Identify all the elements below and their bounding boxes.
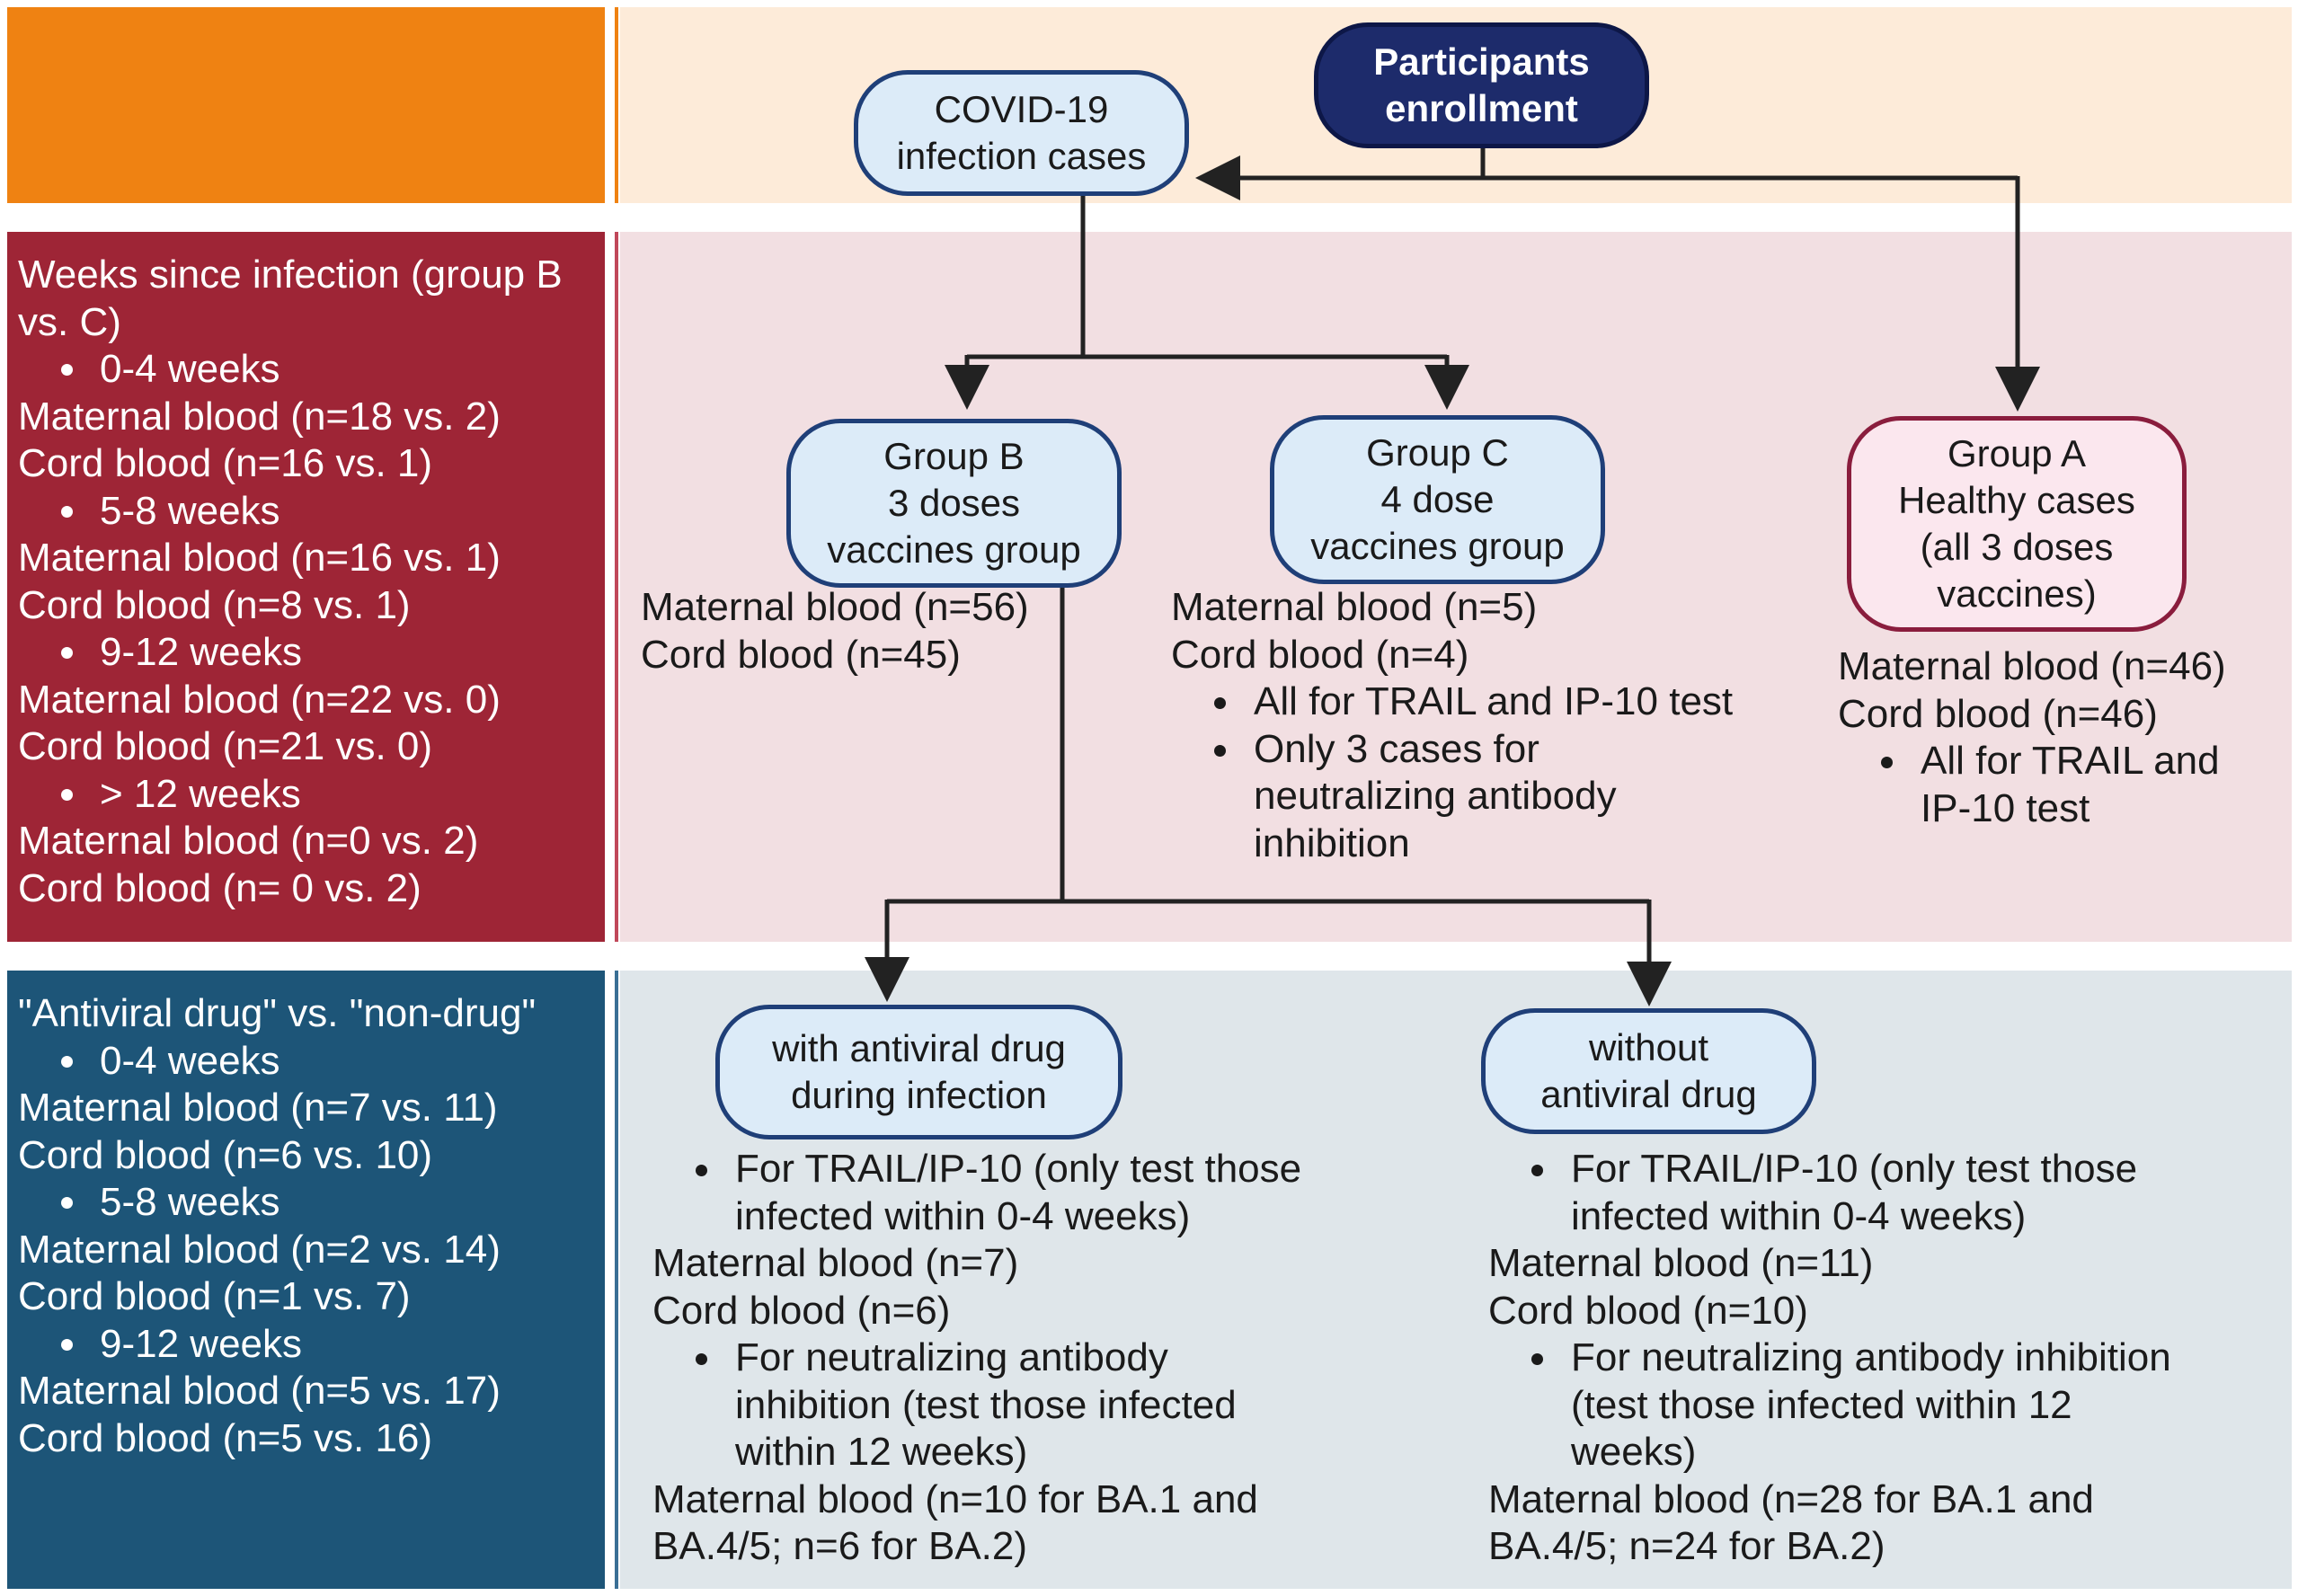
enrollment-label-l2: enrollment: [1385, 87, 1578, 129]
without-drug-bullet-trail-l2: infected within 0-4 weeks): [1571, 1193, 2027, 1238]
group-a-label-l2: Healthy cases: [1898, 479, 2135, 521]
without-antiviral-drug-node: without antiviral drug: [1481, 1008, 1816, 1134]
group-b-label-l2: 3 doses: [887, 482, 1021, 524]
weeks-cord-over-12: Cord blood (n= 0 vs. 2): [18, 865, 421, 910]
group-c-label-l3: vaccines group: [1310, 525, 1565, 567]
orange-header-panel: [7, 7, 605, 203]
without-drug-ba-l1: Maternal blood (n=28 for BA.1 and: [1488, 1476, 2094, 1521]
weeks-maternal-over-12: Maternal blood (n=0 vs. 2): [18, 819, 479, 863]
with-drug-bullet-neutralizing-l2: inhibition (test those infected: [735, 1382, 1237, 1427]
group-c-label-l2: 4 dose: [1380, 478, 1495, 520]
antiviral-drug-panel: "Antiviral drug" vs. "non-drug" 0-4 week…: [7, 971, 605, 1589]
with-drug-label-l2: during infection: [791, 1074, 1047, 1116]
covid-label-l1: COVID-19: [934, 88, 1109, 130]
orange-separator: [615, 7, 618, 203]
participants-enrollment-node: Participants enrollment: [1314, 22, 1649, 148]
antiviral-bullet-0-4: 0-4 weeks: [18, 1038, 605, 1086]
group-c-node: Group C 4 dose vaccines group: [1270, 415, 1605, 584]
group-c-bullet-neutralizing-l2: neutralizing antibody: [1254, 774, 1617, 818]
with-drug-bullet-neutralizing-l3: within 12 weeks): [735, 1430, 1028, 1474]
steel-separator: [615, 971, 618, 1589]
with-drug-bullet-neutralizing: For neutralizing antibody: [652, 1334, 1301, 1382]
group-a-label-l3: (all 3 doses: [1920, 526, 2114, 568]
antiviral-maternal-0-4: Maternal blood (n=7 vs. 11): [18, 1086, 498, 1130]
weeks-cord-5-8: Cord blood (n=8 vs. 1): [18, 582, 411, 627]
with-drug-ba-l2: BA.4/5; n=6 for BA.2): [652, 1524, 1028, 1568]
weeks-cord-9-12: Cord blood (n=21 vs. 0): [18, 724, 433, 768]
without-drug-cord: Cord blood (n=10): [1488, 1288, 1808, 1333]
antiviral-bullet-5-8: 5-8 weeks: [18, 1179, 605, 1227]
group-c-info: Maternal blood (n=5) Cord blood (n=4) Al…: [1171, 584, 1733, 867]
group-c-bullet-neutralizing-l3: inhibition: [1254, 820, 1410, 865]
antiviral-bullet-9-12: 9-12 weeks: [18, 1321, 605, 1369]
group-c-bullet-trail: All for TRAIL and IP-10 test: [1171, 678, 1733, 726]
without-drug-bullet-neutralizing-l3: weeks): [1571, 1430, 1697, 1474]
group-c-label-l1: Group C: [1366, 431, 1509, 474]
group-b-info: Maternal blood (n=56) Cord blood (n=45): [641, 584, 1029, 678]
weeks-cord-0-4: Cord blood (n=16 vs. 1): [18, 441, 433, 485]
group-b-label-l1: Group B: [883, 435, 1025, 477]
without-drug-bullet-neutralizing-l2: (test those infected within 12: [1571, 1382, 2072, 1427]
group-c-maternal: Maternal blood (n=5): [1171, 585, 1538, 629]
without-drug-ba-l2: BA.4/5; n=24 for BA.2): [1488, 1524, 1885, 1568]
antiviral-maternal-9-12: Maternal blood (n=5 vs. 17): [18, 1369, 501, 1413]
group-a-label-l1: Group A: [1947, 432, 2087, 474]
covid-infection-cases-node: COVID-19 infection cases: [854, 70, 1189, 196]
without-drug-info: For TRAIL/IP-10 (only test those infecte…: [1488, 1146, 2171, 1571]
weeks-since-infection-panel: Weeks since infection (group B vs. C) 0-…: [7, 232, 605, 942]
weeks-title-line1: Weeks since infection (group B: [18, 253, 563, 297]
group-b-maternal: Maternal blood (n=56): [641, 585, 1029, 629]
weeks-bullet-0-4: 0-4 weeks: [18, 346, 605, 394]
antiviral-maternal-5-8: Maternal blood (n=2 vs. 14): [18, 1227, 501, 1272]
weeks-bullet-over-12: > 12 weeks: [18, 771, 605, 819]
without-drug-bullet-neutralizing: For neutralizing antibody inhibition: [1488, 1334, 2171, 1382]
without-drug-maternal: Maternal blood (n=11): [1488, 1241, 1874, 1285]
with-drug-info: For TRAIL/IP-10 (only test those infecte…: [652, 1146, 1301, 1571]
without-drug-label-l2: antiviral drug: [1540, 1073, 1757, 1115]
weeks-maternal-0-4: Maternal blood (n=18 vs. 2): [18, 394, 501, 439]
weeks-bullet-5-8: 5-8 weeks: [18, 488, 605, 536]
weeks-title-line2: vs. C): [18, 299, 121, 344]
group-c-bullet-neutralizing: Only 3 cases for: [1171, 726, 1733, 774]
antiviral-cord-0-4: Cord blood (n=6 vs. 10): [18, 1132, 433, 1177]
covid-label-l2: infection cases: [896, 135, 1147, 177]
antiviral-cord-9-12: Cord blood (n=5 vs. 16): [18, 1415, 433, 1460]
with-drug-bullet-trail-l2: infected within 0-4 weeks): [735, 1193, 1191, 1238]
with-antiviral-drug-node: with antiviral drug during infection: [715, 1005, 1122, 1139]
group-b-label-l3: vaccines group: [827, 528, 1081, 571]
group-c-cord: Cord blood (n=4): [1171, 632, 1469, 677]
group-a-bullet-trail-l2: IP-10 test: [1921, 785, 2090, 830]
enrollment-label-l1: Participants: [1373, 40, 1590, 83]
with-drug-bullet-trail: For TRAIL/IP-10 (only test those: [652, 1146, 1301, 1193]
with-drug-maternal: Maternal blood (n=7): [652, 1241, 1019, 1285]
group-a-info: Maternal blood (n=46) Cord blood (n=46) …: [1838, 643, 2226, 832]
group-a-node: Group A Healthy cases (all 3 doses vacci…: [1847, 416, 2187, 632]
weeks-maternal-9-12: Maternal blood (n=22 vs. 0): [18, 677, 501, 722]
group-b-cord: Cord blood (n=45): [641, 632, 961, 677]
group-a-bullet-trail: All for TRAIL and: [1838, 738, 2226, 785]
with-drug-ba-l1: Maternal blood (n=10 for BA.1 and: [652, 1476, 1258, 1521]
group-a-maternal: Maternal blood (n=46): [1838, 644, 2226, 688]
antiviral-cord-5-8: Cord blood (n=1 vs. 7): [18, 1274, 411, 1318]
weeks-maternal-5-8: Maternal blood (n=16 vs. 1): [18, 536, 501, 580]
without-drug-label-l1: without: [1588, 1026, 1709, 1068]
group-b-node: Group B 3 doses vaccines group: [786, 419, 1122, 588]
group-a-cord: Cord blood (n=46): [1838, 691, 2158, 736]
with-drug-label-l1: with antiviral drug: [772, 1027, 1066, 1069]
antiviral-title: "Antiviral drug" vs. "non-drug": [18, 991, 537, 1035]
crimson-separator: [615, 232, 618, 942]
with-drug-cord: Cord blood (n=6): [652, 1288, 951, 1333]
weeks-bullet-9-12: 9-12 weeks: [18, 629, 605, 677]
group-a-label-l4: vaccines): [1937, 572, 2097, 615]
without-drug-bullet-trail: For TRAIL/IP-10 (only test those: [1488, 1146, 2171, 1193]
